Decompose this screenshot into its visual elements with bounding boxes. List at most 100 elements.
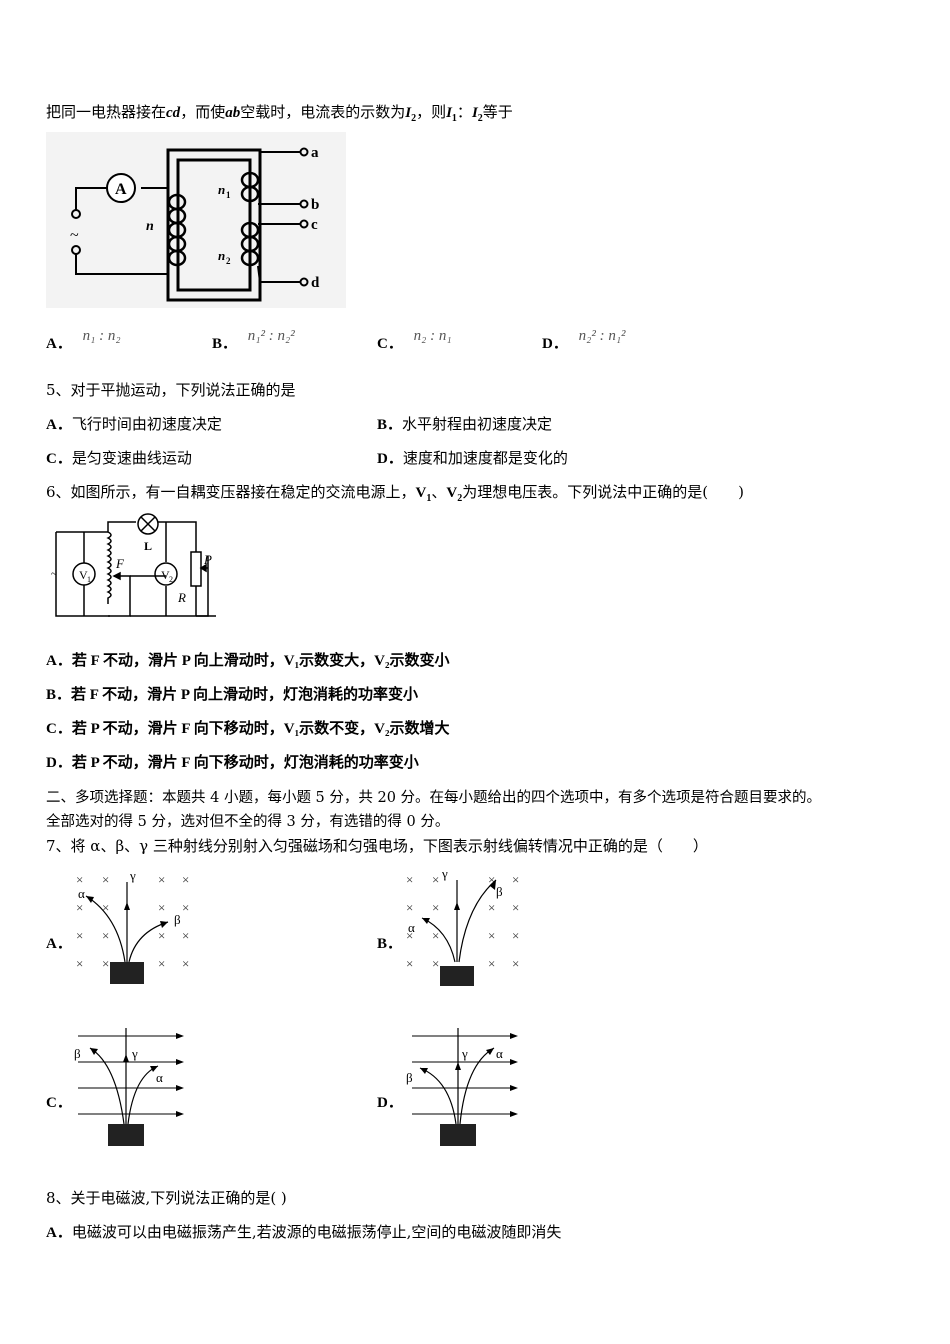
q5-option-d[interactable]: D．速度和加速度都是变化的: [377, 447, 568, 468]
field-cross-icon: ×: [182, 872, 189, 887]
field-cross-icon: ×: [182, 900, 189, 915]
option-label: D．: [46, 755, 72, 771]
q4-transformer-figure: A ~ n n 1 n 2 a b c d: [46, 132, 346, 308]
field-cross-icon: ×: [432, 872, 439, 887]
gamma-label: γ: [129, 868, 136, 883]
svg-text:2: 2: [169, 575, 173, 584]
field-cross-icon: ×: [102, 928, 109, 943]
q6-stem-text-2: 为理想电压表。下列说法中正确的是( ): [462, 483, 744, 501]
alpha-label: α: [496, 1046, 503, 1061]
q7-figure-a: ×××××××××××××××× γ α β: [76, 868, 189, 984]
v1-label: V: [79, 568, 88, 582]
q4-i2b: I: [471, 105, 478, 121]
q7-option-d[interactable]: D．: [377, 1095, 403, 1111]
q4-i1: I: [446, 105, 452, 121]
option-text: 若 F 不动，滑片 P 向上滑动时，V₁示数变大，V₂示数变小: [71, 653, 450, 669]
alpha-label: α: [408, 920, 415, 935]
resistor-r-label: R: [177, 590, 186, 605]
option-label: A．: [46, 1225, 72, 1241]
gamma-label: γ: [461, 1046, 468, 1061]
q4-option-a[interactable]: A． n₁ : n₂: [46, 328, 121, 353]
field-cross-icon: ×: [512, 956, 519, 971]
field-cross-icon: ×: [406, 928, 413, 943]
terminal-b: b: [311, 197, 319, 213]
field-cross-icon: ×: [432, 900, 439, 915]
field-cross-icon: ×: [488, 928, 495, 943]
svg-text:1: 1: [226, 190, 231, 200]
option-label: B．: [377, 417, 403, 433]
q6-option-b[interactable]: B．若 F 不动，滑片 P 向上滑动时，灯泡消耗的功率变小: [46, 683, 418, 704]
q7-option-b[interactable]: B．: [377, 936, 403, 952]
coil-n1-label: n: [218, 182, 225, 197]
alpha-label: α: [78, 886, 85, 901]
q4-option-b[interactable]: B． n₁² : n₂²: [212, 328, 295, 353]
q6-sep: 、: [431, 483, 447, 501]
field-cross-icon: ×: [488, 956, 495, 971]
option-label: D．: [542, 336, 568, 352]
q6-v1: V: [415, 485, 427, 501]
q8-stem: 8、关于电磁波,下列说法正确的是( ): [46, 1189, 287, 1207]
q4-i2: I: [405, 105, 412, 121]
q7-option-c[interactable]: C．: [46, 1095, 72, 1111]
gamma-label: γ: [441, 866, 448, 881]
q4-option-d[interactable]: D． n₂² : n₁²: [542, 328, 626, 353]
beta-label: β: [74, 1046, 81, 1061]
beta-label: β: [496, 884, 503, 899]
q5-stem: 5、对于平抛运动，下列说法正确的是: [46, 381, 296, 399]
terminal-a: a: [311, 145, 319, 161]
option-text: 电磁波可以由电磁振荡产生,若波源的电磁振荡停止,空间的电磁波随即消失: [71, 1223, 562, 1241]
q5-option-a[interactable]: A．飞行时间由初速度决定: [46, 413, 222, 434]
q8-option-a[interactable]: A．电磁波可以由电磁振荡产生,若波源的电磁振荡停止,空间的电磁波随即消失: [46, 1221, 561, 1242]
field-cross-icon: ×: [182, 928, 189, 943]
field-cross-icon: ×: [406, 956, 413, 971]
slider-p-label: P: [203, 552, 212, 567]
svg-text:1: 1: [87, 575, 91, 584]
field-cross-icon: ×: [76, 928, 83, 943]
q6-autotransformer-figure: ~ V 1 V 2 L F P R: [51, 513, 216, 617]
field-cross-icon: ×: [102, 872, 109, 887]
q6-option-c[interactable]: C．若 P 不动，滑片 F 向下移动时，V₁示数不变，V₂示数增大: [46, 717, 449, 738]
field-cross-icon: ×: [432, 956, 439, 971]
option-label: A．: [46, 653, 72, 669]
terminal-c: c: [311, 217, 318, 233]
q6-option-a[interactable]: A．若 F 不动，滑片 P 向上滑动时，V₁示数变大，V₂示数变小: [46, 649, 449, 670]
field-cross-icon: ×: [158, 872, 165, 887]
option-text: 若 P 不动，滑片 F 向下移动时，V₁示数不变，V₂示数增大: [71, 721, 450, 737]
q4-option-c[interactable]: C． n₂ : n₁: [377, 328, 452, 353]
option-label: A．: [46, 336, 72, 352]
ac-source-symbol: ~: [70, 227, 79, 244]
option-text: 水平射程由初速度决定: [402, 415, 553, 433]
terminal-d: d: [311, 275, 320, 291]
option-formula: n₁ : n₂: [82, 328, 121, 344]
q5-option-b[interactable]: B．水平射程由初速度决定: [377, 413, 552, 434]
field-cross-icon: ×: [488, 900, 495, 915]
option-label: C．: [46, 451, 72, 467]
field-cross-icon: ×: [182, 956, 189, 971]
q4-stem-text-5: 等于: [482, 103, 513, 121]
svg-text:2: 2: [226, 256, 231, 266]
q4-colon: ：: [456, 103, 472, 121]
option-text: 若 F 不动，滑片 P 向上滑动时，灯泡消耗的功率变小: [71, 687, 418, 703]
field-cross-icon: ×: [512, 900, 519, 915]
field-cross-icon: ×: [512, 928, 519, 943]
q4-stem-text-2: ，而使: [180, 103, 226, 121]
field-cross-icon: ×: [406, 900, 413, 915]
section2-line2: 全部选对的得 5 分，选对但不全的得 3 分，有选错的得 0 分。: [46, 814, 450, 830]
q6-option-d[interactable]: D．若 P 不动，滑片 F 向下移动时，灯泡消耗的功率变小: [46, 751, 419, 772]
field-cross-icon: ×: [406, 872, 413, 887]
q4-ab: ab: [225, 105, 241, 121]
field-cross-icon: ×: [76, 956, 83, 971]
field-cross-icon: ×: [76, 872, 83, 887]
option-label: A．: [46, 417, 72, 433]
option-label: B．: [212, 336, 238, 352]
beta-label: β: [406, 1070, 413, 1085]
option-formula: n₂ : n₁: [413, 328, 452, 344]
option-text: 飞行时间由初速度决定: [71, 415, 222, 433]
field-cross-icon: ×: [102, 900, 109, 915]
tap-f-label: F: [115, 556, 125, 571]
gamma-label: γ: [131, 1046, 138, 1061]
q7-option-a[interactable]: A．: [46, 936, 72, 952]
field-cross-icon: ×: [488, 872, 495, 887]
q5-option-c[interactable]: C．是匀变速曲线运动: [46, 447, 192, 468]
beta-label: β: [174, 912, 181, 927]
